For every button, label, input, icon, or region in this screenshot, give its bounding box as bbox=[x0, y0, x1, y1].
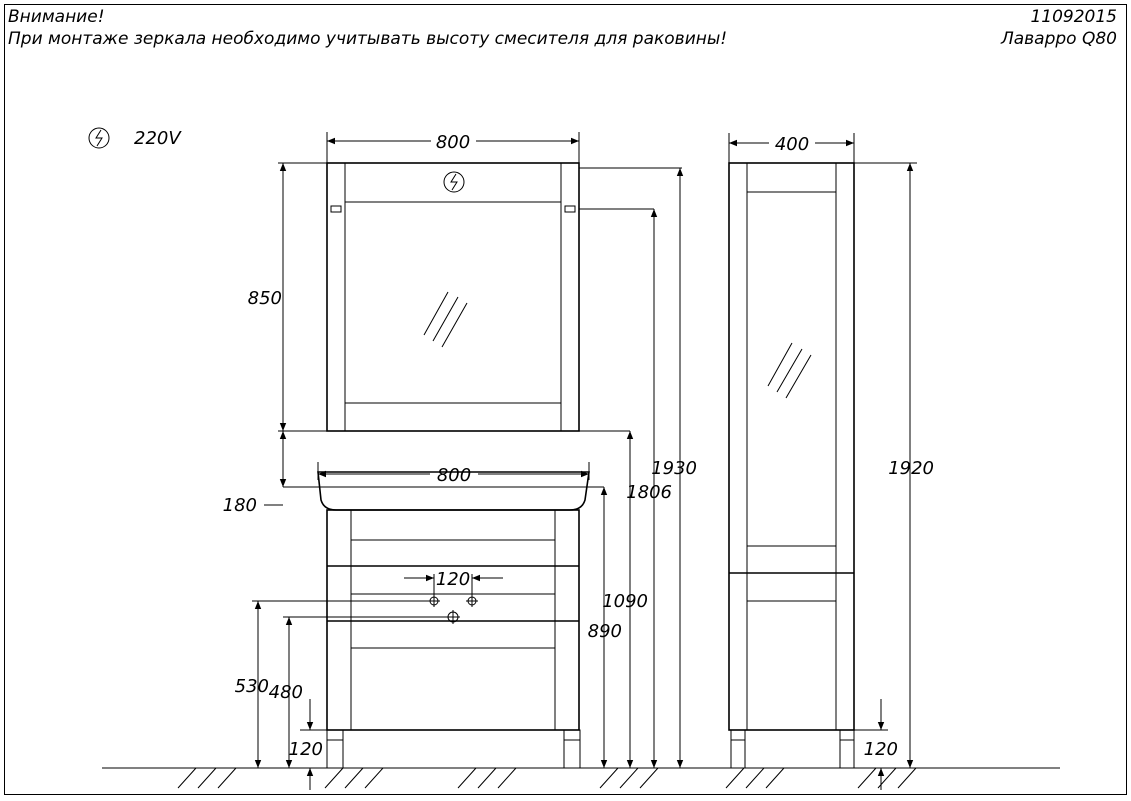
dim-column-width: 400 bbox=[728, 133, 855, 163]
dim-mirror-width: 800 bbox=[326, 132, 580, 163]
cabinet-leg-left bbox=[326, 729, 344, 769]
power-label: 220V bbox=[134, 128, 182, 149]
dim-basin-width: 800 bbox=[317, 462, 590, 486]
svg-text:120: 120 bbox=[289, 739, 323, 760]
mirror bbox=[326, 162, 580, 432]
column-leg-right bbox=[839, 729, 855, 769]
svg-text:800: 800 bbox=[436, 132, 470, 153]
lightning-circle-icon bbox=[88, 127, 110, 149]
svg-text:890: 890 bbox=[588, 621, 622, 642]
power-legend: 220V bbox=[88, 127, 182, 149]
mirror-light-right bbox=[564, 205, 576, 213]
glass-hatch bbox=[767, 342, 812, 399]
dim-left-heights: 530 480 120 bbox=[235, 600, 453, 790]
drawing-frame bbox=[4, 4, 1127, 795]
product-info: 11092015 Лаварро Q80 bbox=[1001, 6, 1117, 50]
svg-text:120: 120 bbox=[864, 739, 898, 760]
svg-text:1090: 1090 bbox=[602, 591, 648, 612]
floor bbox=[102, 767, 1060, 789]
svg-text:400: 400 bbox=[775, 134, 809, 155]
warning-note: Внимание! При монтаже зеркала необходимо… bbox=[8, 6, 727, 50]
svg-text:1930: 1930 bbox=[651, 458, 697, 479]
svg-text:800: 800 bbox=[437, 465, 471, 486]
column-cabinet bbox=[728, 162, 855, 769]
cabinet-leg-right bbox=[563, 729, 581, 769]
product-code: 11092015 bbox=[1030, 7, 1117, 27]
mirror-light-left bbox=[330, 205, 342, 213]
dim-right-heights: 890 1090 1806 1930 bbox=[579, 167, 697, 768]
glass-hatch bbox=[423, 291, 468, 348]
svg-text:530: 530 bbox=[235, 676, 269, 697]
product-name: Лаварро Q80 bbox=[1000, 29, 1117, 49]
warning-text: При монтаже зеркала необходимо учитывать… bbox=[8, 29, 728, 49]
warning-title: Внимание! bbox=[8, 7, 105, 27]
lightning-circle-icon bbox=[443, 171, 465, 193]
tap-holes: 120 bbox=[404, 569, 503, 624]
svg-text:480: 480 bbox=[269, 682, 303, 703]
svg-text:120: 120 bbox=[436, 569, 470, 590]
svg-text:1806: 1806 bbox=[626, 482, 672, 503]
svg-text:180: 180 bbox=[223, 495, 257, 516]
dim-column-height: 1920 bbox=[854, 162, 934, 768]
column-leg-left bbox=[730, 729, 746, 769]
svg-text:1920: 1920 bbox=[888, 458, 934, 479]
dim-column-leg: 120 bbox=[854, 699, 898, 790]
dim-mirror-height: 850 bbox=[248, 162, 327, 431]
svg-text:850: 850 bbox=[248, 288, 282, 309]
vanity-cabinet bbox=[326, 509, 581, 769]
